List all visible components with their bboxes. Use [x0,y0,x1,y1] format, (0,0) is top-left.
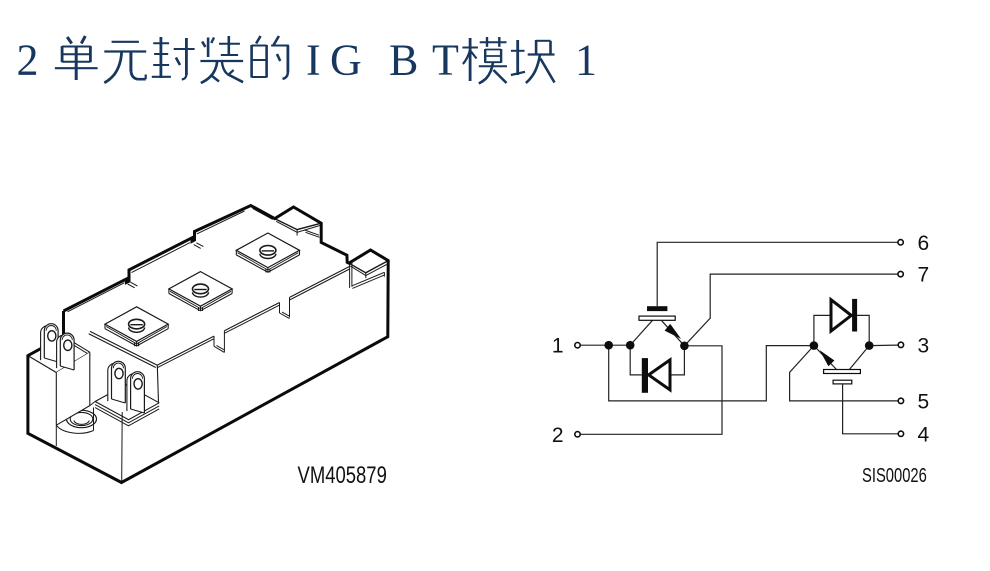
svg-text:1: 1 [575,36,597,85]
svg-text:T: T [432,36,459,85]
svg-text:VM405879: VM405879 [298,462,387,489]
svg-text:2: 2 [552,424,564,447]
svg-text:G: G [330,36,362,85]
svg-text:I: I [306,36,321,85]
svg-text:SIS00026: SIS00026 [862,464,927,487]
svg-text:5: 5 [918,390,930,413]
svg-text:1: 1 [552,335,564,358]
svg-text:4: 4 [918,423,930,446]
svg-text:2: 2 [17,36,39,85]
svg-text:7: 7 [918,264,930,287]
svg-text:B: B [389,36,418,85]
svg-text:6: 6 [918,232,930,255]
svg-text:3: 3 [918,334,930,357]
